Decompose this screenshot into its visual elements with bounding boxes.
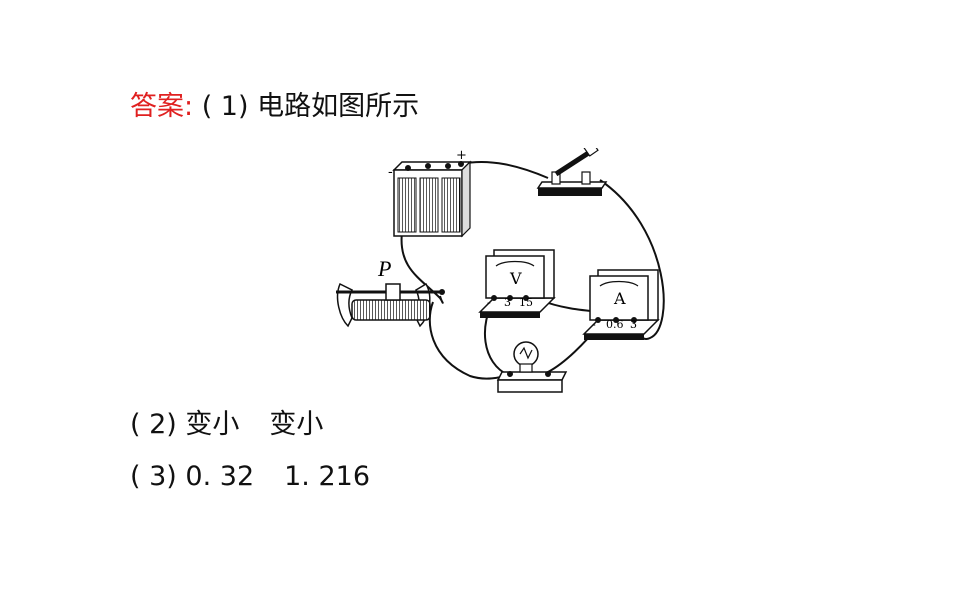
ammeter: A - 0.6 3	[582, 269, 660, 340]
wire-battery-to-switch	[460, 161, 549, 179]
battery-plus-label: +	[456, 148, 467, 163]
wire-rheostat-to-lamp	[428, 301, 511, 380]
part2-answer-2: 变小	[269, 409, 324, 440]
ammeter-terminal-minus: -	[592, 318, 596, 331]
wire-battery-to-rheostat	[400, 231, 444, 304]
rheostat-slider-label: P	[377, 256, 391, 281]
light-bulb	[496, 341, 568, 393]
part3-line: ( 3) 0. 32 1. 216	[130, 460, 370, 494]
answer-line: 答案: ( 1) 电路如图所示	[130, 90, 419, 124]
answer-label: 答案:	[130, 91, 194, 122]
part1-text: ( 1) 电路如图所示	[193, 91, 420, 122]
part3-answer-2: 1. 216	[284, 461, 371, 492]
part2-prefix: ( 2)	[130, 409, 186, 440]
ammeter-terminal-0-6: 0.6	[606, 318, 624, 331]
voltmeter: V - 3 15	[478, 249, 556, 318]
rheostat[interactable]: P	[336, 256, 445, 328]
voltmeter-terminal-3: 3	[504, 296, 511, 309]
part2-line: ( 2) 变小变小	[130, 408, 323, 442]
part3-answer-1: 0. 32	[185, 461, 255, 492]
voltmeter-terminal-15: 15	[519, 296, 533, 309]
voltmeter-symbol: V	[509, 269, 522, 288]
ammeter-terminal-3: 3	[630, 318, 637, 331]
battery: - +	[388, 148, 472, 238]
ammeter-symbol: A	[613, 289, 626, 308]
knife-switch[interactable]	[536, 148, 608, 196]
part3-prefix: ( 3)	[130, 461, 186, 492]
voltmeter-terminal-minus: -	[487, 296, 491, 309]
battery-minus-label: -	[388, 164, 393, 180]
part2-answer-1: 变小	[185, 409, 240, 440]
circuit-diagram: - + P V - 3 15	[336, 148, 665, 393]
